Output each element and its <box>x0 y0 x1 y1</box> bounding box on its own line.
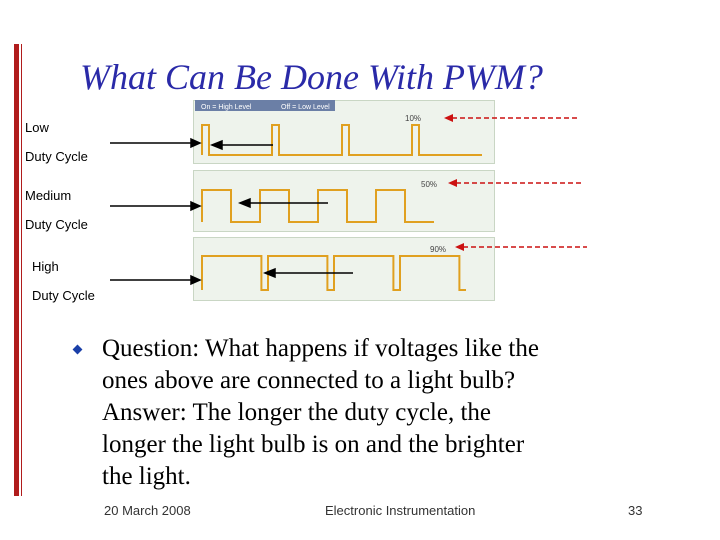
left-accent-bar <box>14 44 19 496</box>
legend-strip <box>195 100 335 111</box>
waveform-medium <box>201 189 434 223</box>
body-line: longer the light bulb is on and the brig… <box>102 431 525 458</box>
label-high-duty: Duty Cycle <box>32 288 95 303</box>
footer-title: Electronic Instrumentation <box>325 503 476 518</box>
footer-date: 20 March 2008 <box>104 503 191 518</box>
footer-page-number: 33 <box>628 503 643 518</box>
waveform-panel-high <box>193 237 495 301</box>
arrow-medium-left-head <box>190 200 202 212</box>
arrow-high-left-head <box>190 274 202 286</box>
body-line: Answer: The longer the duty cycle, the <box>102 399 492 426</box>
red-arrow-high-head <box>455 243 464 251</box>
red-arrow-low-head <box>444 114 453 122</box>
slide-title: What Can Be Done With PWM? <box>80 57 543 97</box>
duty-high-text: 90% <box>430 245 446 254</box>
body-line: Question: What happens if voltages like … <box>102 335 539 362</box>
left-accent-line <box>21 44 22 496</box>
arrow-medium-inner-head <box>237 197 251 209</box>
body-line: the light. <box>102 463 191 490</box>
red-arrow-medium-head <box>448 179 457 187</box>
arrow-high-inner-head <box>262 267 276 279</box>
arrow-low-inner-head <box>209 139 223 151</box>
label-medium-duty: Duty Cycle <box>25 217 88 232</box>
label-low-duty: Duty Cycle <box>25 149 88 164</box>
label-low: Low <box>25 120 49 135</box>
duty-medium-text: 50% <box>421 180 437 189</box>
body-line: ones above are connected to a light bulb… <box>102 367 516 394</box>
waveform-high <box>201 255 466 291</box>
legend-off: Off = Low Level <box>281 104 330 111</box>
duty-low-text: 10% <box>405 114 421 123</box>
body-text: Question: What happens if voltages like … <box>102 333 702 493</box>
waveform-low <box>201 124 482 156</box>
label-high: High <box>32 259 59 274</box>
legend-on: On = High Level <box>201 104 252 111</box>
label-medium: Medium <box>25 188 72 203</box>
arrow-low-left-head <box>190 137 202 149</box>
